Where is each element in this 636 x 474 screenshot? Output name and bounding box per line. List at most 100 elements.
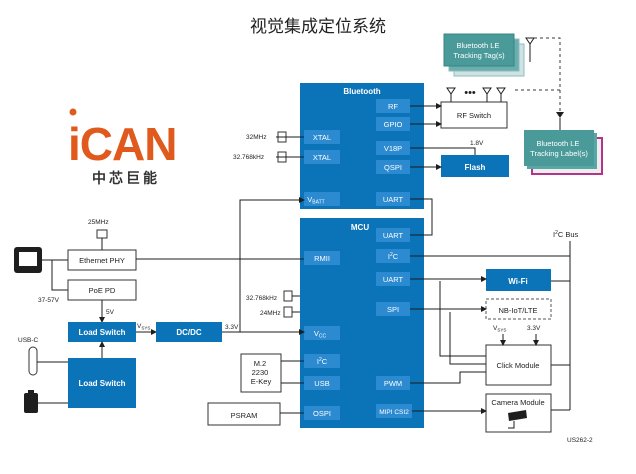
ican-logo: iCAN 中芯巨能	[68, 108, 177, 186]
i2c-bus-i: I	[553, 230, 555, 239]
bt-gpio-pin	[376, 117, 410, 131]
v18-label: 1.8V	[470, 140, 484, 147]
click-module-box	[485, 344, 552, 386]
freq-32k: 32.768kHz	[233, 154, 264, 161]
mcu-i2c-label: I2C	[388, 252, 399, 261]
mcu-vcc-sub: CC	[319, 334, 327, 340]
click-spi-line	[449, 312, 486, 365]
load-switch-2-label: Load Switch	[78, 379, 125, 388]
mcu-i2c2-label: I2C	[317, 357, 328, 366]
logo-subtitle: 中芯巨能	[92, 170, 160, 186]
mcu-spi-pin	[376, 302, 410, 316]
bt-xtal2-pin	[304, 150, 340, 164]
v18p-line	[410, 147, 476, 155]
mcu-i2c2-i: I	[317, 357, 319, 366]
freq-25mhz: 25MHz	[88, 219, 109, 226]
tag-line1: Bluetooth LE	[456, 41, 499, 50]
mcu-i2c-i: I	[388, 252, 390, 261]
tracking-tag-stack: Bluetooth LE Tracking Tag(s)	[443, 33, 525, 77]
v5-label: 5V	[106, 309, 115, 316]
label-antenna-icon	[556, 112, 564, 118]
crystal-32k-mcu-icon	[283, 290, 293, 302]
crystal-24mhz-icon	[283, 306, 293, 318]
battery-icon	[24, 393, 38, 413]
usbc-label: USB-C	[18, 337, 39, 344]
tag-antenna-icon	[525, 37, 535, 45]
bt-v18p-label: V18P	[384, 144, 402, 153]
mcu-i2c-pin	[376, 249, 410, 263]
mcu-i2c-c: C	[393, 252, 399, 261]
mcu-vcc-pin	[304, 326, 340, 340]
diagram-title: 视觉集成定位系统	[250, 17, 386, 36]
freq-32k-mcu: 32.768kHz	[246, 295, 277, 302]
bt-xtal1-pin	[304, 130, 340, 144]
vsys2-v: V	[493, 325, 498, 332]
mcu-uart1-label: UART	[383, 231, 404, 240]
label-line1: Bluetooth LE	[536, 139, 579, 148]
m2-box	[240, 353, 282, 393]
nbiot-label: NB-IoT/LTE	[498, 306, 537, 315]
camera-module-label: Camera Module	[491, 398, 544, 407]
click-module-label: Click Module	[497, 361, 540, 370]
tag-to-label-link	[534, 37, 561, 112]
mcu-uart2-pin	[376, 272, 410, 286]
mcu-ospi-pin	[304, 406, 340, 420]
logo-text: iCAN	[68, 118, 176, 170]
i2c-bus-label: I2C Bus	[553, 230, 579, 239]
bt-vbatt-label: VBATT	[307, 195, 324, 206]
bluetooth-title: Bluetooth	[343, 87, 380, 96]
bt-xtal2-label: XTAL	[313, 153, 331, 162]
mcu-title: MCU	[351, 223, 369, 232]
crystal-25mhz-icon	[96, 229, 108, 239]
bt-qspi-label: QSPI	[384, 163, 402, 172]
psram-box	[207, 402, 281, 426]
mcu-vcc-v: V	[314, 329, 319, 338]
tracking-label-text: Bluetooth LE Tracking Label(s)	[530, 139, 588, 158]
mcu-pwm-label: PWM	[384, 379, 402, 388]
mcu-mipi-label: MIPI CSI2	[379, 409, 409, 416]
vsys-label: VSYS	[137, 323, 150, 331]
flash-box	[441, 155, 509, 177]
vsys2-sub: SYS	[497, 328, 506, 333]
rf-switch-label: RF Switch	[457, 111, 491, 120]
load-switch-1-label: Load Switch	[78, 328, 125, 337]
rf-antennas	[446, 87, 506, 102]
mcu-usb-label: USB	[314, 379, 329, 388]
mcu-ospi-label: OSPI	[313, 409, 331, 418]
mcu-uart2-label: UART	[383, 275, 404, 284]
mcu-rmii-label: RMII	[314, 254, 330, 263]
freq-24mhz: 24MHz	[260, 310, 281, 317]
vsys-sub: SYS	[141, 326, 150, 331]
bt-uart-label: UART	[383, 195, 404, 204]
label-line2: Tracking Label(s)	[530, 149, 588, 158]
mcu-mipi-pin	[376, 404, 412, 418]
click-uart-line	[439, 281, 486, 357]
mcu-spi-label: SPI	[387, 305, 399, 314]
rf-switch-box	[440, 101, 508, 129]
dcdc-label: DC/DC	[176, 328, 202, 337]
bt-vbatt-v: V	[307, 195, 312, 204]
bt-gpio-label: GPIO	[384, 120, 403, 129]
usbc-icon	[28, 346, 38, 376]
bt-v18p-pin	[376, 141, 410, 155]
reference-id: US262-2	[567, 437, 593, 444]
i2c-bus-c: C Bus	[558, 230, 579, 239]
bt-uart-pin	[376, 192, 410, 206]
psram-label: PSRAM	[231, 411, 258, 420]
vsys2-label: VSYS	[493, 325, 506, 333]
vbatt-feed-line	[239, 197, 305, 332]
i2c-bus-sup: 2	[555, 230, 558, 236]
antenna-dots: •••	[464, 87, 476, 99]
bt-qspi-pin	[376, 160, 410, 174]
mcu-i2c2-pin	[304, 354, 340, 368]
poe-input-line	[51, 260, 68, 291]
load-switch-1	[68, 322, 136, 342]
vsys-v: V	[137, 323, 142, 330]
bt-xtal1-label: XTAL	[313, 133, 331, 142]
bt-mcu-uart-link	[410, 198, 433, 236]
mcu-i2c2-sup: 2	[319, 357, 322, 363]
v33-label: 3.3V	[225, 324, 239, 331]
bt-vbatt-pin	[304, 192, 340, 206]
battery-terminal	[28, 390, 34, 393]
mcu-pwm-pin	[376, 376, 410, 390]
